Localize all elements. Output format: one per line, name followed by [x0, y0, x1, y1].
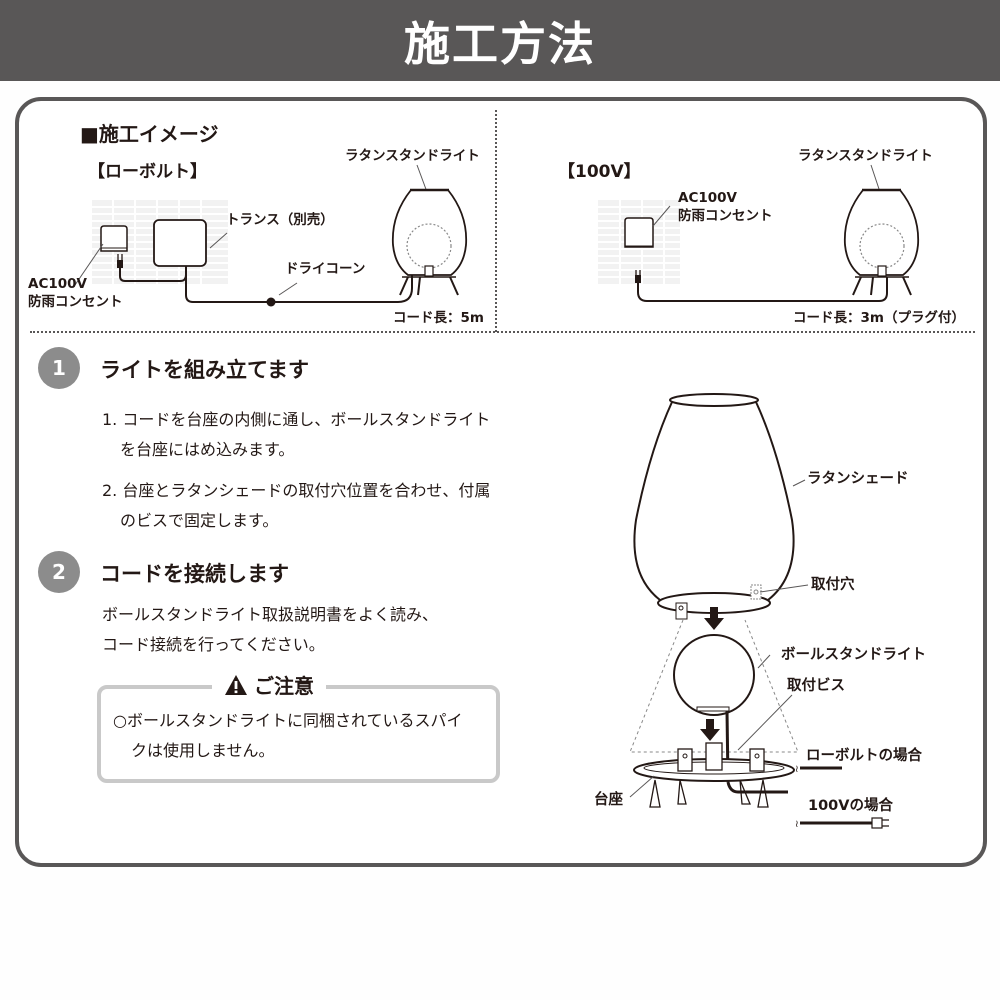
mounting-screw-label: 取付ビス [787, 678, 845, 694]
dry-cone-connector-icon [266, 297, 276, 307]
page-header: 施工方法 [0, 0, 1000, 81]
outlet-label-line2: 防雨コンセント [28, 293, 123, 310]
base-stand-icon [633, 742, 795, 808]
v100-light-label: ラタンスタンドライト [798, 148, 933, 164]
low-volt-heading: 【ローボルト】 [88, 162, 207, 182]
caution-text: ○ボールスタンドライトに同梱されているスパイ クは使用しません。 [113, 706, 462, 766]
v100-cord-length: コード長：3m（プラグ付） [793, 310, 965, 326]
rattan-shade-icon [633, 393, 795, 620]
base-label: 台座 [594, 792, 623, 808]
v100-outlet-icon [624, 217, 654, 248]
caution-line1: ○ボールスタンドライトに同梱されているスパイ [113, 711, 463, 730]
caution-title: ご注意 [254, 674, 314, 698]
plug-icon [871, 817, 883, 829]
step-1-instruction-2: 2. 台座とラタンシェードの取付穴位置を合わせ、付属 のビスで固定します。 [102, 476, 490, 536]
step-2-badge: 2 [38, 551, 80, 593]
arrow-down-icon [704, 607, 724, 630]
step-2-title: コードを接続します [100, 562, 289, 586]
low-volt-wiring-diagram [74, 164, 468, 307]
ball-light-label: ボールスタンドライト [781, 647, 926, 663]
outlet-icon [100, 225, 128, 252]
step-1-badge: 1 [38, 347, 80, 389]
step-2-line1: ボールスタンドライト取扱説明書をよく読み、 [102, 605, 439, 624]
ball-light-icon [673, 634, 755, 716]
mounting-hole-label: 取付穴 [811, 577, 855, 593]
v100-heading: 【100V】 [558, 162, 641, 182]
outlet-label-line1: AC100V [28, 276, 87, 292]
dry-cone-label: ドライコーン [285, 261, 366, 277]
transformer-icon [153, 219, 207, 267]
low-volt-case-label: ローボルトの場合 [806, 748, 922, 764]
warning-triangle-icon [225, 674, 247, 695]
low-volt-outlet-label: AC100V 防雨コンセント [28, 276, 123, 311]
step-1-item-2-line1: 2. 台座とラタンシェードの取付穴位置を合わせ、付属 [102, 481, 491, 500]
rattan-shade-label: ラタンシェード [807, 471, 909, 487]
low-volt-cord-length: コード長：5m [393, 310, 484, 326]
svg-text:≀: ≀ [795, 764, 799, 775]
page-title: 施工方法 [404, 16, 596, 71]
caution-heading: ご注意 [212, 670, 326, 699]
section-title-installation-image: ■施工イメージ [80, 122, 219, 146]
rattan-light-icon [391, 188, 468, 296]
svg-text:≀: ≀ [795, 819, 799, 830]
caution-line2: クは使用しません。 [131, 741, 275, 760]
step-2-instruction: ボールスタンドライト取扱説明書をよく読み、 コード接続を行ってください。 [102, 600, 438, 660]
v100-wiring-diagram [598, 164, 920, 302]
step-2-line2: コード接続を行ってください。 [102, 635, 325, 654]
step-1-instruction-1: 1. コードを台座の内側に通し、ボールスタンドライト を台座にはめ込みます。 [102, 405, 490, 465]
step-1-item-1-line1: 1. コードを台座の内側に通し、ボールスタンドライト [102, 410, 491, 429]
step-1-title: ライトを組み立てます [100, 358, 309, 382]
vertical-divider [495, 110, 497, 332]
v100-outlet-label-line1: AC100V [678, 190, 737, 206]
step-1-item-1-line2: を台座にはめ込みます。 [120, 440, 295, 459]
v100-rattan-light-icon [843, 188, 920, 296]
low-volt-light-label: ラタンスタンドライト [345, 148, 480, 164]
v100-case-label: 100Vの場合 [808, 798, 893, 814]
horizontal-divider [30, 331, 975, 333]
v100-outlet-label-line2: 防雨コンセント [678, 207, 773, 224]
v100-outlet-label: AC100V 防雨コンセント [678, 190, 773, 225]
step-1-item-2-line2: のビスで固定します。 [120, 511, 279, 530]
transformer-label: トランス（別売） [226, 212, 334, 228]
